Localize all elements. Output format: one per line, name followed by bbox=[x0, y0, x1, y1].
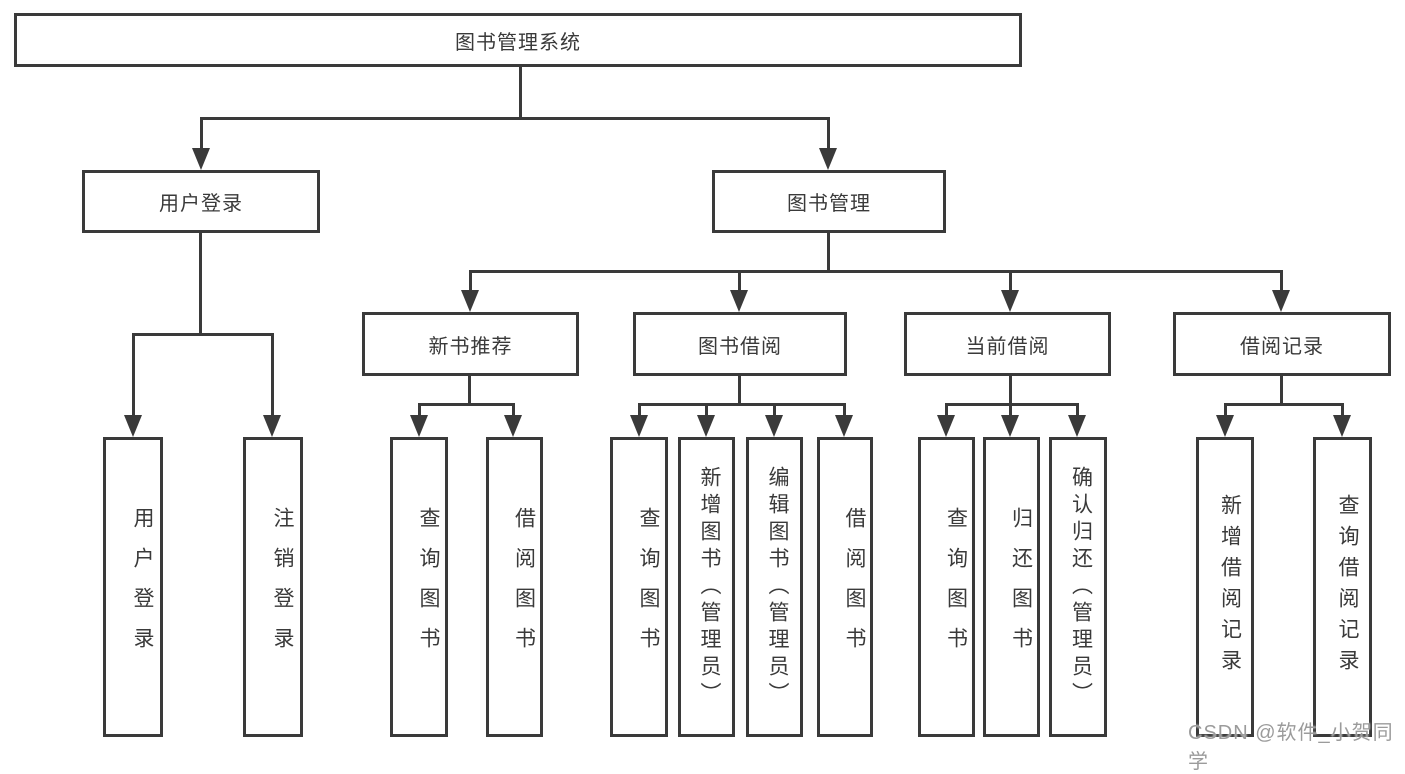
arrow-down-icon bbox=[819, 148, 837, 170]
arrow-down-icon bbox=[765, 415, 783, 437]
leaf-add-borrow-record: 新增借阅记录 bbox=[1196, 437, 1254, 737]
line-segment bbox=[843, 403, 846, 419]
arrow-down-icon bbox=[697, 415, 715, 437]
line-segment bbox=[1224, 403, 1343, 406]
leaf-label: 查询图书 bbox=[944, 507, 968, 667]
watermark-text: CSDN @软件_小贺同学 bbox=[1188, 722, 1394, 773]
line-segment bbox=[1009, 270, 1012, 292]
arrow-down-icon bbox=[263, 415, 281, 437]
line-segment bbox=[1224, 403, 1227, 419]
line-segment bbox=[945, 403, 948, 419]
leaf-label: 查询图书 bbox=[637, 507, 660, 667]
line-segment bbox=[1280, 376, 1283, 405]
line-segment bbox=[200, 117, 203, 150]
node-book-management: 图书管理 bbox=[712, 170, 946, 233]
leaf-user-login: 用户登录 bbox=[103, 437, 163, 737]
leaf-query-books-recommend: 查询图书 bbox=[390, 437, 448, 737]
line-segment bbox=[469, 270, 1283, 273]
leaf-borrow-books-recommend: 借阅图书 bbox=[486, 437, 543, 737]
arrow-down-icon bbox=[730, 290, 748, 312]
node-library-management-system: 图书管理系统 bbox=[14, 13, 1022, 67]
leaf-label: 新增借阅记录 bbox=[1218, 494, 1242, 680]
line-segment bbox=[827, 233, 830, 272]
arrow-down-icon bbox=[124, 415, 142, 437]
arrow-down-icon bbox=[504, 415, 522, 437]
arrow-down-icon bbox=[1001, 415, 1019, 437]
leaf-logout: 注销登录 bbox=[243, 437, 303, 737]
line-segment bbox=[271, 333, 274, 417]
line-segment bbox=[1341, 403, 1344, 419]
line-segment bbox=[469, 270, 472, 292]
line-segment bbox=[1280, 270, 1283, 292]
arrow-down-icon bbox=[192, 148, 210, 170]
line-segment bbox=[132, 333, 274, 336]
leaf-label: 确认归还（管理员） bbox=[1069, 465, 1093, 709]
leaf-query-books-current: 查询图书 bbox=[918, 437, 975, 737]
node-current-borrowing: 当前借阅 bbox=[904, 312, 1111, 376]
node-user-login: 用户登录 bbox=[82, 170, 320, 233]
leaf-label: 查询图书 bbox=[417, 507, 440, 667]
line-segment bbox=[738, 376, 741, 405]
line-segment bbox=[945, 403, 1079, 406]
leaf-label: 用户登录 bbox=[131, 507, 154, 667]
leaf-borrow-books-borrow: 借阅图书 bbox=[817, 437, 873, 737]
leaf-return-books: 归还图书 bbox=[983, 437, 1040, 737]
leaf-label: 查询借阅记录 bbox=[1336, 494, 1359, 680]
arrow-down-icon bbox=[1068, 415, 1086, 437]
line-segment bbox=[418, 403, 515, 406]
node-new-book-recommendation: 新书推荐 bbox=[362, 312, 579, 376]
line-segment bbox=[638, 403, 846, 406]
line-segment bbox=[519, 67, 522, 118]
line-segment bbox=[132, 333, 135, 417]
line-segment bbox=[773, 403, 776, 419]
line-segment bbox=[827, 117, 830, 150]
line-segment bbox=[705, 403, 708, 419]
leaf-confirm-return-admin: 确认归还（管理员） bbox=[1049, 437, 1107, 737]
arrow-down-icon bbox=[835, 415, 853, 437]
leaf-add-book-admin: 新增图书（管理员） bbox=[678, 437, 735, 737]
leaf-label: 借阅图书 bbox=[512, 507, 536, 667]
line-segment bbox=[738, 270, 741, 292]
line-segment bbox=[200, 117, 829, 120]
arrow-down-icon bbox=[1333, 415, 1351, 437]
leaf-label: 编辑图书（管理员） bbox=[766, 465, 789, 709]
arrow-down-icon bbox=[461, 290, 479, 312]
leaf-query-books-borrow: 查询图书 bbox=[610, 437, 668, 737]
arrow-down-icon bbox=[630, 415, 648, 437]
line-segment bbox=[418, 403, 421, 419]
line-segment bbox=[1009, 376, 1012, 405]
arrow-down-icon bbox=[1272, 290, 1290, 312]
arrow-down-icon bbox=[410, 415, 428, 437]
arrow-down-icon bbox=[937, 415, 955, 437]
org-chart: 图书管理系统 用户登录 图书管理 新书推荐 图书借阅 当前借阅 借阅记录 bbox=[14, 13, 1393, 773]
leaf-label: 归还图书 bbox=[1009, 507, 1033, 667]
node-borrowing-records: 借阅记录 bbox=[1173, 312, 1391, 376]
line-segment bbox=[1076, 403, 1079, 419]
node-book-borrowing: 图书借阅 bbox=[633, 312, 847, 376]
leaf-label: 新增图书（管理员） bbox=[698, 465, 721, 709]
arrow-down-icon bbox=[1216, 415, 1234, 437]
line-segment bbox=[199, 233, 202, 336]
leaf-query-borrow-record: 查询借阅记录 bbox=[1313, 437, 1372, 737]
leaf-label: 注销登录 bbox=[271, 507, 294, 667]
line-segment bbox=[638, 403, 641, 419]
arrow-down-icon bbox=[1001, 290, 1019, 312]
leaf-label: 借阅图书 bbox=[843, 507, 866, 667]
line-segment bbox=[468, 376, 471, 405]
leaf-edit-book-admin: 编辑图书（管理员） bbox=[746, 437, 803, 737]
line-segment bbox=[1009, 403, 1012, 419]
line-segment bbox=[512, 403, 515, 419]
